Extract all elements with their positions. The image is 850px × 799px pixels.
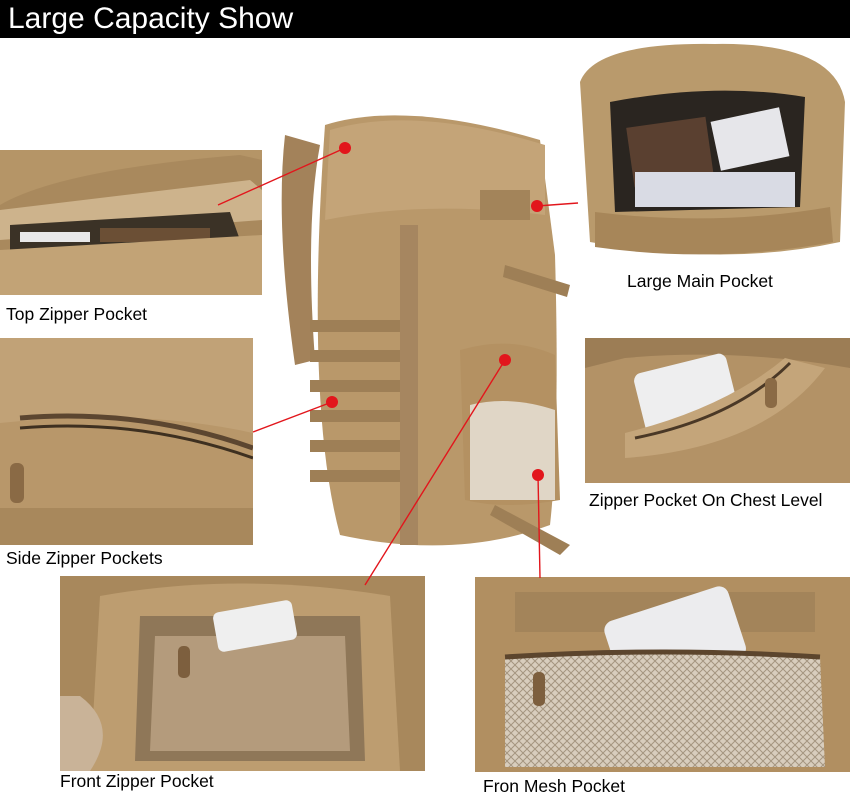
callout-dot-front-mesh [532, 469, 544, 481]
photo-side-zipper-pockets [0, 338, 253, 545]
photo-front-mesh-pocket [475, 577, 850, 772]
page-title: Large Capacity Show [8, 2, 294, 35]
photo-large-main-pocket [575, 42, 850, 267]
header-bar: Large Capacity Show [0, 0, 850, 38]
photo-front-zipper-pocket [60, 576, 425, 771]
caption-front-mesh-pocket: Fron Mesh Pocket [483, 776, 625, 796]
callout-dot-top-zipper [339, 142, 351, 154]
callout-dot-chest-zipper [499, 354, 511, 366]
caption-large-main-pocket: Large Main Pocket [627, 271, 773, 291]
photo-top-zipper-pocket [0, 150, 262, 295]
backpack-main-image [255, 105, 585, 575]
caption-front-zipper-pocket: Front Zipper Pocket [60, 771, 214, 791]
photo-chest-zipper-pocket [585, 338, 850, 483]
callout-dot-side-zipper [326, 396, 338, 408]
caption-chest-zipper-pocket: Zipper Pocket On Chest Level [589, 490, 823, 510]
caption-top-zipper-pocket: Top Zipper Pocket [6, 304, 148, 324]
caption-side-zipper-pockets: Side Zipper Pockets [6, 548, 163, 568]
callout-dot-large-main [531, 200, 543, 212]
